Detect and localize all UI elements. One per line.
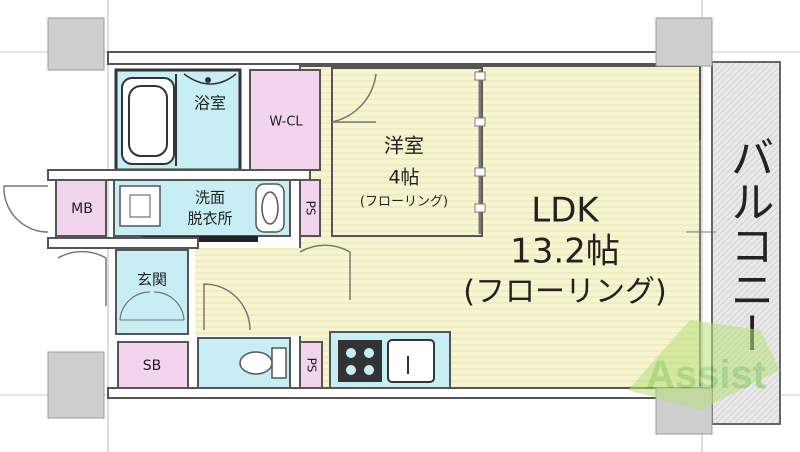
washroom: 洗面 脱衣所: [113, 179, 291, 242]
entrance-label: 玄関: [137, 271, 167, 289]
shoe-box: SB: [117, 341, 189, 389]
meter-box: MB: [55, 179, 107, 237]
hall-door-swing: [203, 283, 251, 331]
wcl-label: W-CL: [269, 115, 303, 130]
bath-label: 浴室: [194, 94, 226, 113]
bathroom: 浴室: [114, 68, 242, 172]
pipe-space-lower: PS: [299, 341, 323, 389]
watermark-text: Assist: [646, 353, 766, 397]
western-room-floor: (フローリング): [360, 195, 448, 210]
mb-label: MB: [71, 201, 93, 217]
ldk-door-swing: [299, 244, 351, 300]
washroom-line1: 洗面: [195, 189, 225, 207]
ldk-floor: (フローリング): [463, 275, 666, 310]
pipe-space-upper: PS: [299, 179, 321, 237]
balcony-label: バルコニー: [723, 135, 774, 355]
western-room-name: 洋室: [384, 134, 424, 158]
entrance-door-swing: [57, 250, 107, 306]
western-room: 洋室 4帖 (フローリング): [331, 67, 486, 237]
ldk-size: 13.2帖: [510, 232, 620, 272]
toilet-room: [197, 337, 291, 389]
entrance: 玄関: [115, 249, 189, 335]
exterior-door-swing: [3, 185, 49, 233]
walk-in-closet: W-CL: [249, 69, 321, 171]
ldk-name: LDK: [531, 191, 600, 231]
kitchen-counter: [329, 331, 451, 389]
mid-wall-upper: [47, 169, 311, 181]
washroom-line2: 脱衣所: [187, 210, 232, 228]
ps-upper-label: PS: [304, 201, 318, 216]
watermark-logo: Assist: [628, 320, 780, 410]
bottom-wall: [107, 387, 703, 399]
sb-label: SB: [143, 358, 162, 374]
balcony: バルコニー: [711, 61, 781, 425]
western-room-size: 4帖: [388, 167, 419, 189]
ps-lower-label: PS: [305, 358, 319, 373]
top-wall: [107, 51, 703, 65]
mid-wall-lower: [47, 237, 199, 249]
